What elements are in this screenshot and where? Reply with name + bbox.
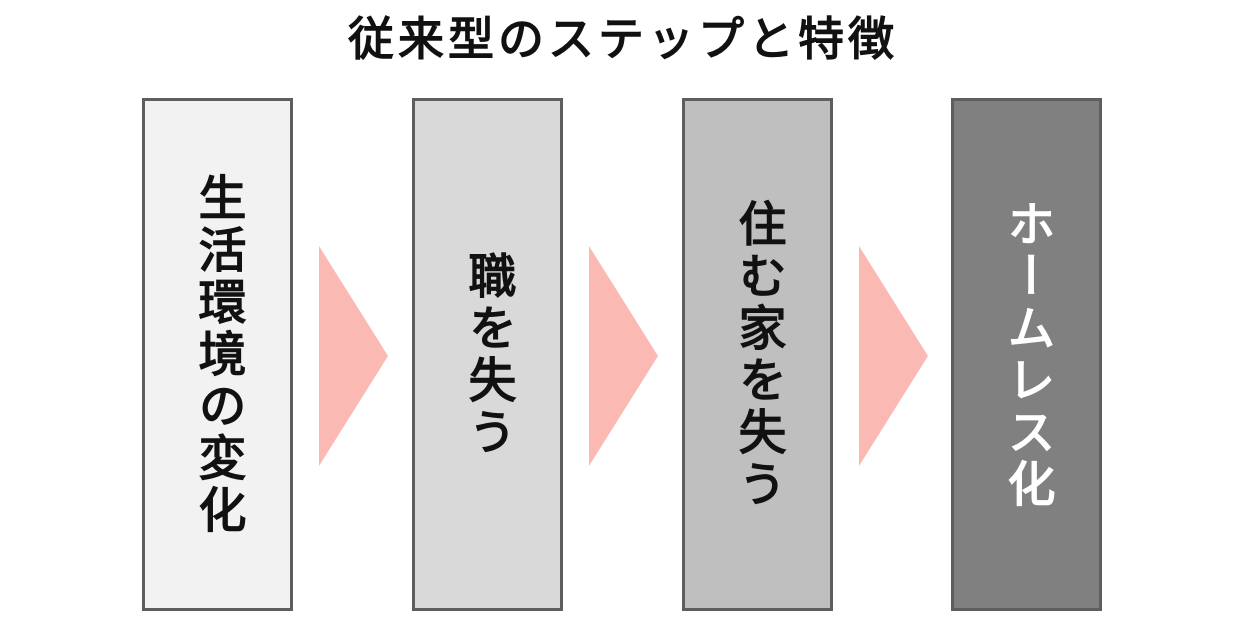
arrow-right-icon bbox=[589, 246, 658, 466]
arrow-right-icon bbox=[319, 246, 388, 466]
step-box-lose-job: 職を失う bbox=[412, 98, 563, 611]
step-box-homeless: ホームレス化 bbox=[951, 98, 1102, 611]
arrow-right-icon bbox=[859, 246, 928, 466]
arrow-shape bbox=[859, 246, 928, 466]
arrow-shape bbox=[589, 246, 658, 466]
arrow-shape bbox=[319, 246, 388, 466]
step-label: ホームレス化 bbox=[998, 198, 1055, 511]
step-box-living-change: 生活環境の変化 bbox=[142, 98, 293, 611]
step-label: 職を失う bbox=[459, 250, 516, 459]
step-label: 生活環境の変化 bbox=[189, 172, 246, 537]
step-box-lose-home: 住む家を失う bbox=[682, 98, 833, 611]
step-label: 住む家を失う bbox=[729, 198, 786, 511]
page-title: 従来型のステップと特徴 bbox=[348, 12, 898, 66]
